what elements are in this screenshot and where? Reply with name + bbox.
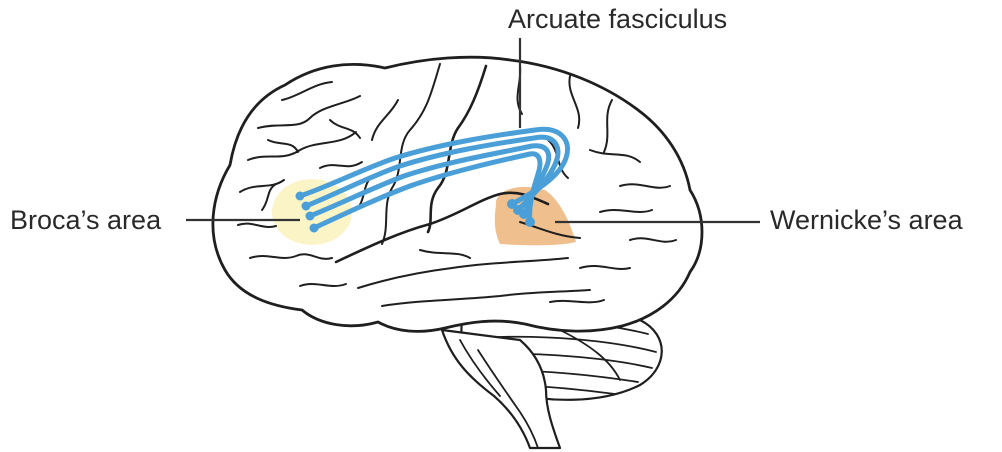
- arcuate-fasciculus-fibers: [297, 126, 570, 231]
- broca-area-label: Broca’s area: [10, 205, 162, 235]
- leader-lines: [186, 38, 760, 224]
- wernicke-fiber-ends: [507, 199, 535, 227]
- brain-stem: [440, 328, 562, 450]
- wernicke-area-label: Wernicke’s area: [770, 205, 963, 235]
- arcuate-fasciculus-label: Arcuate fasciculus: [508, 4, 728, 34]
- broca-fiber-ends: [295, 191, 319, 233]
